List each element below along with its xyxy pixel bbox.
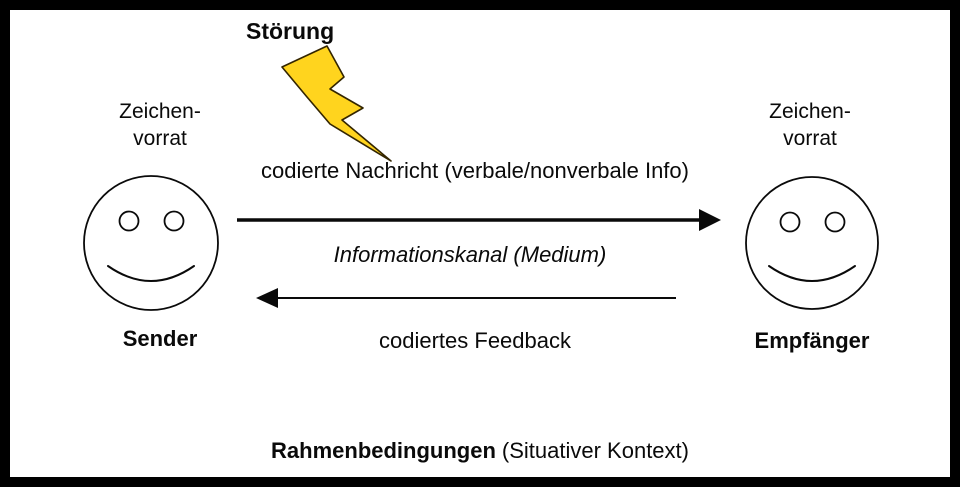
receiver-label: Empfänger — [754, 328, 870, 353]
receiver-vocab-line1: Zeichen- — [769, 100, 851, 123]
context-footer-bold: Rahmenbedingungen — [271, 438, 496, 463]
receiver-vocab: Zeichen- vorrat — [730, 98, 890, 152]
context-footer-regular: (Situativer Kontext) — [501, 438, 689, 463]
feedback-arrow-left-icon — [250, 284, 682, 312]
channel-label: Informationskanal (Medium) — [333, 242, 607, 267]
message-label: codierte Nachricht (verbale/nonverbale I… — [260, 158, 689, 183]
lightning-icon — [260, 40, 400, 170]
sender-vocab-line1: Zeichen- — [119, 100, 201, 123]
feedback-label: codiertes Feedback — [379, 328, 571, 353]
sender-smiley-icon — [82, 171, 222, 315]
sender-label: Sender — [122, 326, 198, 351]
sender-vocab-line2: vorrat — [133, 127, 187, 150]
disturbance-title: Störung — [246, 18, 335, 44]
receiver-smiley-icon — [743, 173, 883, 317]
diagram-canvas: Störung Zeichen- vorrat Zeichen- vorrat — [10, 10, 950, 477]
sender-vocab: Zeichen- vorrat — [80, 98, 240, 152]
context-footer: Rahmenbedingungen(Situativer Kontext) — [10, 438, 950, 464]
message-arrow-right-icon — [235, 206, 725, 234]
receiver-vocab-line2: vorrat — [783, 127, 837, 150]
